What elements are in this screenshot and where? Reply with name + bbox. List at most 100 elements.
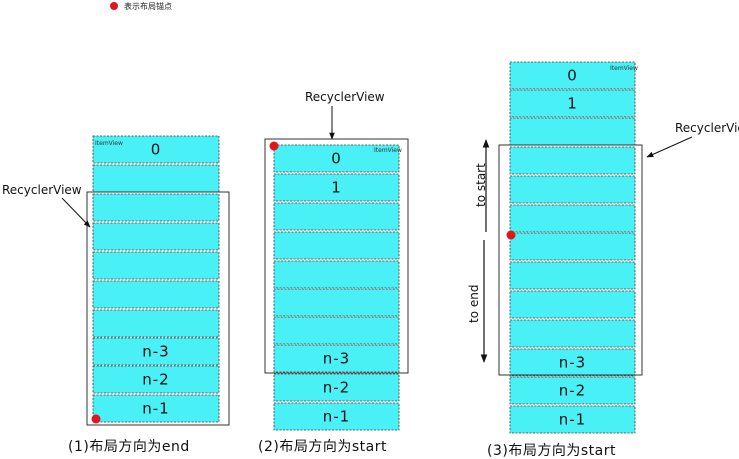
item-view: n-2: [273, 373, 400, 402]
item-view: 1: [273, 173, 400, 202]
recyclerview-pointer-arrow: [646, 136, 693, 158]
to-start-label: to start: [474, 163, 488, 207]
recyclerview-label: RecyclerView: [305, 90, 385, 104]
item-view-box: [92, 337, 220, 366]
item-view-box: [92, 251, 220, 280]
item-view-box: [273, 144, 400, 173]
panel-layout-start: 0 1 n-3 n-2 n-1 ItemView RecyclerView (2)布局方…: [258, 90, 409, 455]
item-view-box: [273, 344, 400, 373]
item-view-label: n-3: [323, 350, 350, 368]
item-view-label: 0: [567, 67, 578, 85]
item-view: [509, 290, 636, 319]
panel-caption: (1)布局方向为end: [68, 439, 190, 455]
recyclerview-frame: [86, 191, 230, 426]
item-view: [92, 280, 220, 309]
item-view-label: n-1: [142, 400, 169, 418]
layout-anchor-dot: [506, 230, 516, 240]
recyclerview-label: RecyclerView: [675, 121, 739, 135]
item-view-label: n-2: [559, 382, 586, 400]
item-view-box: [509, 232, 636, 261]
item-view-box: [509, 175, 636, 204]
item-view: [273, 316, 400, 345]
item-view-box: [92, 394, 220, 423]
item-view-box: [273, 288, 400, 317]
item-view: [92, 251, 220, 280]
item-view-label: 0: [151, 141, 162, 159]
item-view-box: [509, 204, 636, 233]
itemview-label: ItemView: [610, 65, 638, 72]
item-view: [509, 146, 636, 175]
recyclerview-label: RecyclerView: [2, 183, 82, 197]
item-view-label: n-1: [323, 408, 350, 426]
item-view: [273, 202, 400, 231]
item-view-box: [92, 280, 220, 309]
item-view-box: [92, 135, 220, 164]
item-view-label: 0: [331, 150, 342, 168]
item-view-label: n-1: [559, 411, 586, 429]
item-view: [509, 232, 636, 261]
layout-anchor-dot: [269, 141, 279, 151]
item-view-box: [509, 61, 636, 90]
item-view-box: [509, 348, 636, 377]
item-view-box: [509, 146, 636, 175]
item-view: 0: [92, 135, 220, 164]
item-view: n-1: [273, 402, 400, 431]
item-view-box: [92, 222, 220, 251]
item-view-box: [509, 319, 636, 348]
item-view: n-3: [273, 344, 400, 373]
itemview-label: ItemView: [95, 140, 123, 147]
item-view-box: [509, 117, 636, 146]
item-view: n-3: [509, 348, 636, 377]
item-view: n-2: [92, 365, 220, 394]
recyclerview-frame: [264, 138, 409, 374]
item-view-box: [273, 402, 400, 431]
item-view: [273, 231, 400, 260]
legend-anchor-dot: [110, 2, 118, 10]
item-view: n-1: [509, 405, 636, 434]
item-view-label: n-3: [559, 354, 586, 372]
item-view: [273, 288, 400, 317]
item-view-box: [509, 261, 636, 290]
item-view: [92, 164, 220, 193]
legend-text: 表示布局锚点: [124, 1, 172, 11]
item-view-label: 1: [567, 95, 578, 113]
panel-caption: (2)布局方向为start: [258, 439, 387, 455]
item-view: [509, 204, 636, 233]
item-view: 0: [273, 144, 400, 173]
layout-anchor-dot: [91, 414, 101, 424]
item-view: [509, 319, 636, 348]
item-view-label: n-2: [323, 379, 350, 397]
panel-caption: (3)布局方向为start: [487, 443, 616, 459]
recyclerview-frame: [498, 144, 643, 376]
item-view-box: [92, 164, 220, 193]
item-view: 0: [509, 61, 636, 90]
to-end-label: to end: [467, 285, 481, 323]
item-view-label: 1: [331, 179, 342, 197]
itemview-label: ItemView: [374, 147, 402, 154]
item-view-box: [509, 376, 636, 405]
item-view-box: [509, 89, 636, 118]
item-view: [509, 261, 636, 290]
legend: 表示布局锚点: [110, 1, 172, 11]
item-view-box: [273, 316, 400, 345]
item-view-box: [273, 202, 400, 231]
item-view: [92, 193, 220, 222]
item-view-label: n-2: [142, 371, 169, 389]
item-view: 1: [509, 89, 636, 118]
item-view: [273, 260, 400, 289]
item-view-box: [92, 365, 220, 394]
panel-layout-end: 0 n-3 n-2 n-1 ItemView RecyclerView (1)布局方向…: [2, 135, 230, 455]
item-view-box: [273, 373, 400, 402]
item-view: n-2: [509, 376, 636, 405]
item-view-label: n-3: [142, 343, 169, 361]
item-view-box: [509, 405, 636, 434]
item-view-box: [92, 193, 220, 222]
item-view: n-1: [92, 394, 220, 423]
item-view-box: [509, 290, 636, 319]
item-view: [92, 222, 220, 251]
item-view: [509, 175, 636, 204]
item-view: [92, 309, 220, 338]
item-view-box: [92, 309, 220, 338]
item-view-box: [273, 260, 400, 289]
item-view-box: [273, 173, 400, 202]
